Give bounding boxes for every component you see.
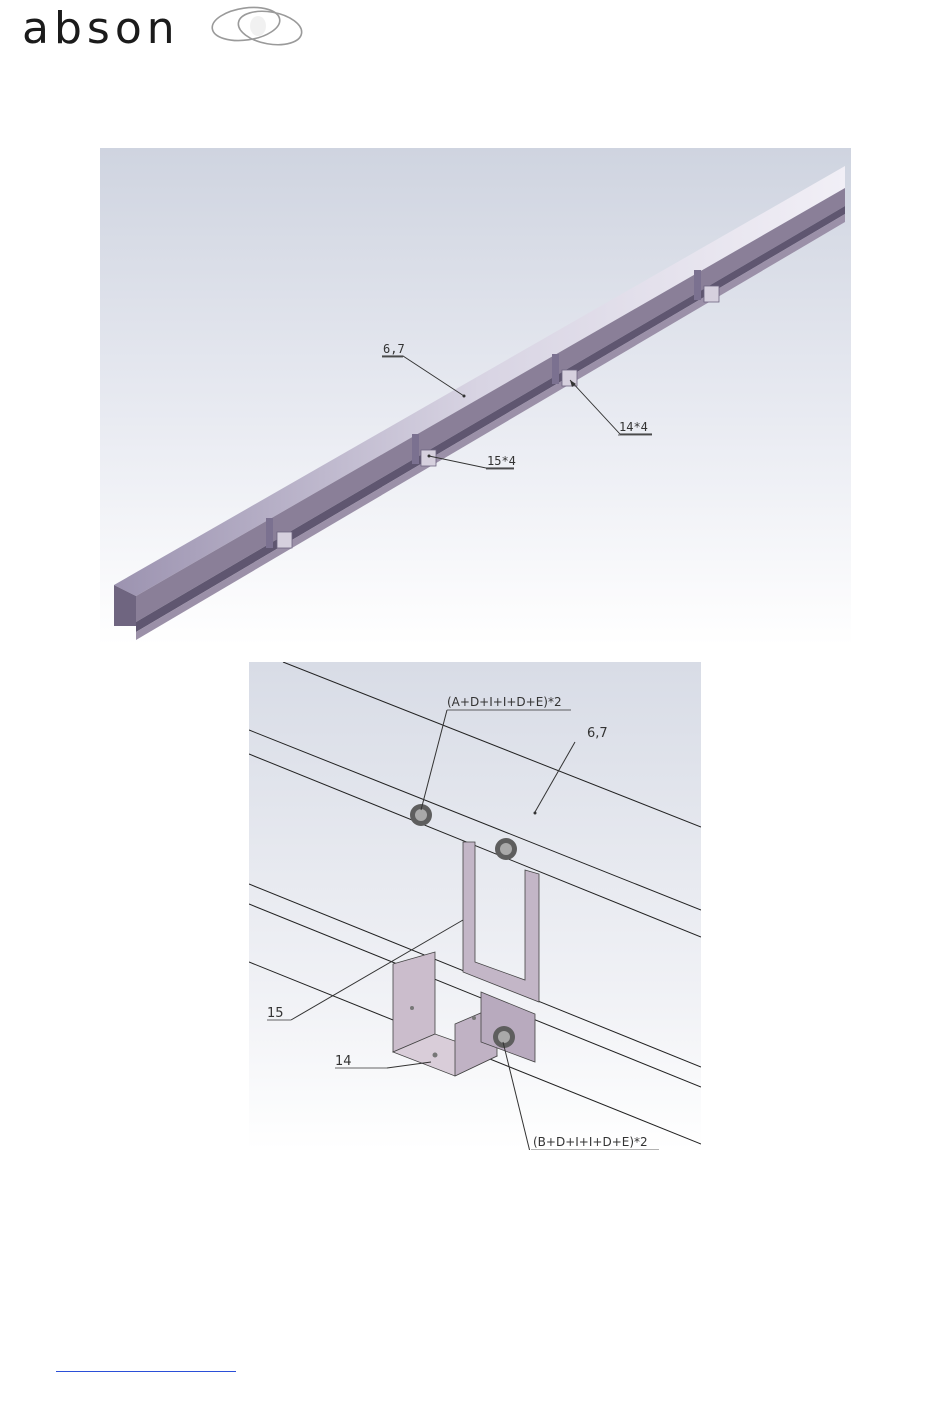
footer-link[interactable] xyxy=(56,1355,236,1372)
callout-top-bolts-label: (A+D+I+I+D+E)*2 xyxy=(447,695,562,709)
top-bolt-1 xyxy=(410,804,432,826)
callout-bottom-bolts-label: (B+D+I+I+D+E)*2 xyxy=(533,1135,648,1149)
brand-logo: absоn xyxy=(22,2,312,56)
callout-rail-detail-label: 6,7 xyxy=(587,726,608,741)
callout-bracket-label: 14*4 xyxy=(619,420,648,434)
bracket-detail-figure: (A+D+I+I+D+E)*2 6,7 15 14 (B+D+I+I+D+E)*… xyxy=(249,662,701,1150)
rail-assembly-figure: 6,7 14*4 15*4 xyxy=(100,148,851,646)
brand-name: absоn xyxy=(22,2,180,56)
callout-plate-label: 15*4 xyxy=(487,454,516,468)
callout-bracket-detail-label: 14 xyxy=(335,1054,352,1069)
callout-rail-label: 6,7 xyxy=(383,342,405,356)
top-bolt-2 xyxy=(495,838,517,860)
callout-plate-detail-label: 15 xyxy=(267,1006,284,1021)
rings-logo-icon xyxy=(208,4,328,50)
